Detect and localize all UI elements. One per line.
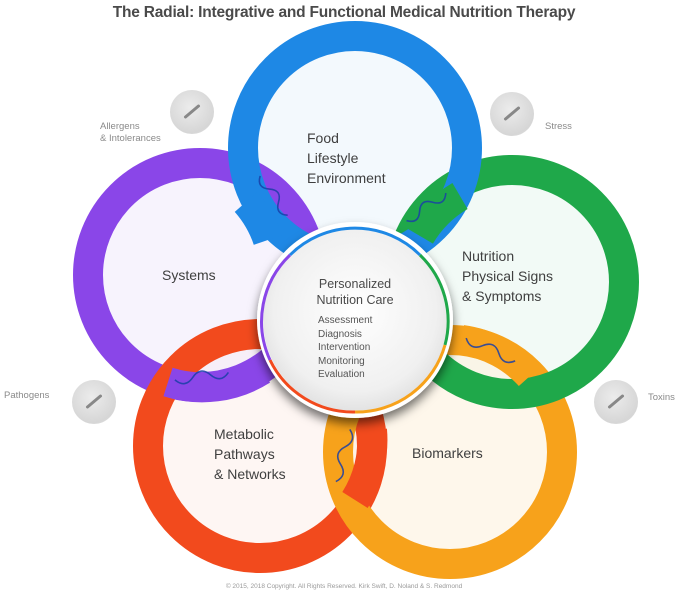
allergens-lightning-icon: [170, 90, 214, 134]
symptoms-line: & Symptoms: [462, 288, 542, 304]
food-ring-background: [255, 48, 455, 248]
intolerances-line: & Intolerances: [100, 133, 161, 144]
physical-signs-line: Physical Signs: [462, 268, 554, 284]
nutrition-care-steps: Assessment Diagnosis Intervention Monito…: [318, 314, 372, 382]
metabolic-ring-overlap: [342, 428, 388, 509]
networks-line: & Networks: [214, 466, 286, 482]
dna-helix-decorations: [174, 175, 516, 483]
environment-line: Environment: [307, 170, 386, 186]
center-arc-orange: [354, 344, 447, 414]
center-title-line-2: Nutrition Care: [316, 293, 394, 307]
systems-line: Systems: [162, 267, 216, 283]
metabolic-line: Metabolic: [214, 426, 274, 442]
center-arc-purple: [260, 253, 292, 361]
center-circle: [263, 228, 447, 412]
ring-label-biomarkers: Biomarkers: [412, 443, 483, 463]
center-arc-green: [418, 253, 450, 346]
center-arc-red: [268, 359, 356, 414]
center-title: Personalized Nutrition Care: [290, 276, 420, 308]
toxins-line: Toxins: [648, 392, 675, 403]
pathogens-lightning-icon: [72, 380, 116, 424]
step-evaluation: Evaluation: [318, 369, 365, 380]
stressor-label-stress: Stress: [545, 121, 572, 133]
step-diagnosis: Diagnosis: [318, 328, 362, 340]
biomarkers-line: Biomarkers: [412, 445, 483, 461]
stress-line: Stress: [545, 121, 572, 132]
nutrition-line: Nutrition: [462, 248, 515, 264]
copyright-notice: © 2015, 2018 Copyright. All Rights Reser…: [225, 583, 463, 590]
ring-label-nutrition: Nutrition Physical Signs & Symptoms: [462, 246, 553, 306]
lifestyle-line: Lifestyle: [307, 150, 359, 166]
center-arc-blue: [288, 226, 422, 257]
pathogens-line: Pathogens: [4, 390, 50, 401]
stressor-label-pathogens: Pathogens: [4, 390, 49, 402]
systems-ring-overlap: [163, 357, 271, 403]
step-monitoring: Monitoring: [318, 355, 365, 367]
step-intervention: Intervention: [318, 342, 371, 353]
nutrition-ring-overlap: [407, 183, 469, 245]
stressor-label-toxins: Toxins: [648, 392, 675, 404]
food-ring-overlap: [234, 192, 283, 246]
pathways-line: Pathways: [214, 446, 275, 462]
stress-lightning-icon: [490, 92, 534, 136]
ring-label-metabolic: Metabolic Pathways & Networks: [214, 424, 286, 484]
center-title-line-1: Personalized: [318, 277, 392, 291]
toxins-lightning-icon: [594, 380, 638, 424]
ring-label-systems: Systems: [162, 265, 216, 285]
stressor-label-allergens: Allergens & Intolerances: [100, 121, 161, 145]
food-line: Food: [307, 130, 339, 146]
step-assessment: Assessment: [318, 315, 373, 326]
diagram-title: The Radial: Integrative and Functional M…: [112, 4, 576, 21]
allergens-line: Allergens: [100, 121, 140, 132]
ring-label-food: Food Lifestyle Environment: [307, 128, 386, 188]
